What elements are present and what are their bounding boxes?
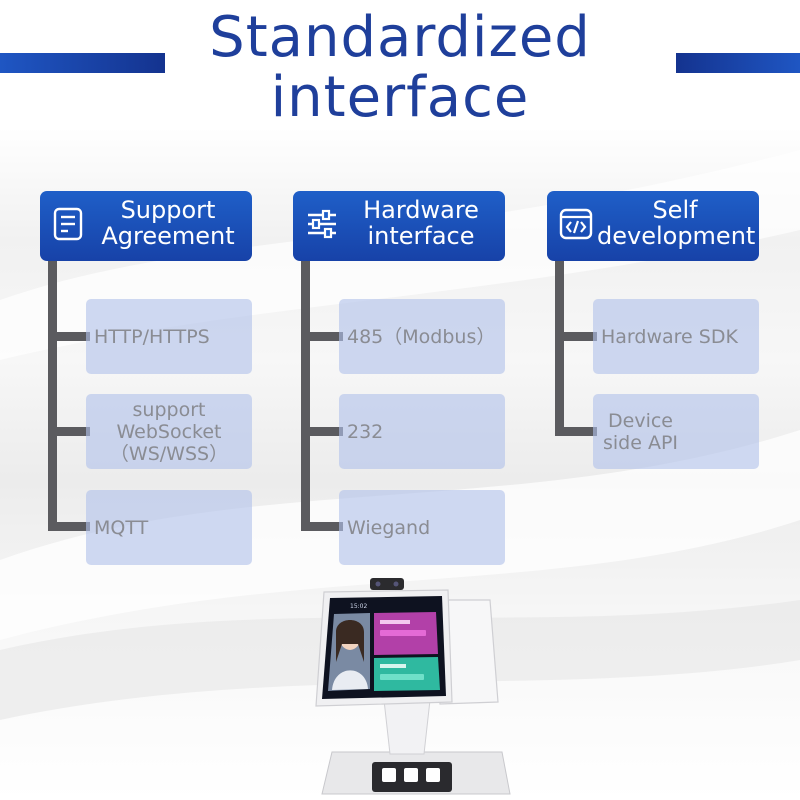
item-text: HTTP/HTTPS (94, 325, 210, 348)
list-item-485-modbus: 485（Modbus） (339, 299, 505, 374)
title-bar-left (0, 53, 165, 73)
code-window-icon (559, 208, 593, 240)
header-label-line1: Hardware (363, 196, 479, 224)
item-text: MQTT (94, 516, 149, 539)
column-self-development: Self development Hardware SDK Device sid… (547, 191, 800, 571)
title-bar-right (676, 53, 800, 73)
tree-branch (301, 427, 343, 436)
item-text: 485（Modbus） (347, 325, 496, 348)
tree-branch (555, 427, 597, 436)
item-text: 232 (347, 420, 384, 443)
support-agreement-header: Support Agreement (40, 191, 252, 261)
list-item-mqtt: MQTT (86, 490, 252, 565)
header-label-line1: Support (120, 196, 216, 224)
header-label-line2: interface (367, 222, 475, 250)
item-text-line: （WS/WSS） (109, 442, 229, 465)
tree-connector (48, 261, 57, 528)
header-label-line2: Agreement (101, 222, 235, 250)
tree-branch (301, 332, 343, 341)
list-item-wiegand: Wiegand (339, 490, 505, 565)
item-text: Hardware SDK (601, 325, 738, 348)
header-label-line1: Self (652, 196, 698, 224)
column-support-agreement: Support Agreement HTTP/HTTPS support Web… (40, 191, 300, 571)
hardware-interface-header: Hardware interface (293, 191, 505, 261)
sliders-icon (308, 209, 336, 239)
page-title-line2: interface (270, 65, 530, 130)
list-item-232: 232 (339, 394, 505, 469)
page-title-line1: Standardized (209, 5, 591, 70)
header-label-line2: development (597, 222, 756, 250)
self-development-label: Self development (597, 196, 756, 250)
screen-time: 15:02 (350, 603, 367, 610)
tree-branch (555, 332, 597, 341)
list-item-websocket: support WebSocket （WS/WSS） (86, 394, 252, 469)
tree-connector (301, 261, 310, 528)
item-text-line: support (132, 398, 206, 421)
document-icon (53, 207, 83, 241)
item-text-line: WebSocket (116, 420, 222, 443)
tree-branch (48, 332, 90, 341)
tree-branch (48, 427, 90, 436)
item-text-line: Device (608, 409, 673, 432)
tree-branch (48, 522, 90, 531)
item-text-line: side API (603, 431, 679, 454)
dual-screen-terminal-icon: 15:02 (315, 578, 511, 795)
hardware-interface-label: Hardware interface (343, 197, 499, 249)
support-agreement-label: Support Agreement (90, 197, 246, 249)
list-item-device-side-api: Device side API (593, 394, 759, 469)
list-item-hardware-sdk: Hardware SDK (593, 299, 759, 374)
column-hardware-interface: Hardware interface 485（Modbus） 232 Wiega… (293, 191, 553, 571)
list-item-http-https: HTTP/HTTPS (86, 299, 252, 374)
item-text: Wiegand (347, 516, 431, 539)
tree-connector (555, 261, 564, 436)
page-title: Standardized interface (0, 8, 800, 128)
self-development-header: Self development (547, 191, 759, 261)
tree-branch (301, 522, 343, 531)
